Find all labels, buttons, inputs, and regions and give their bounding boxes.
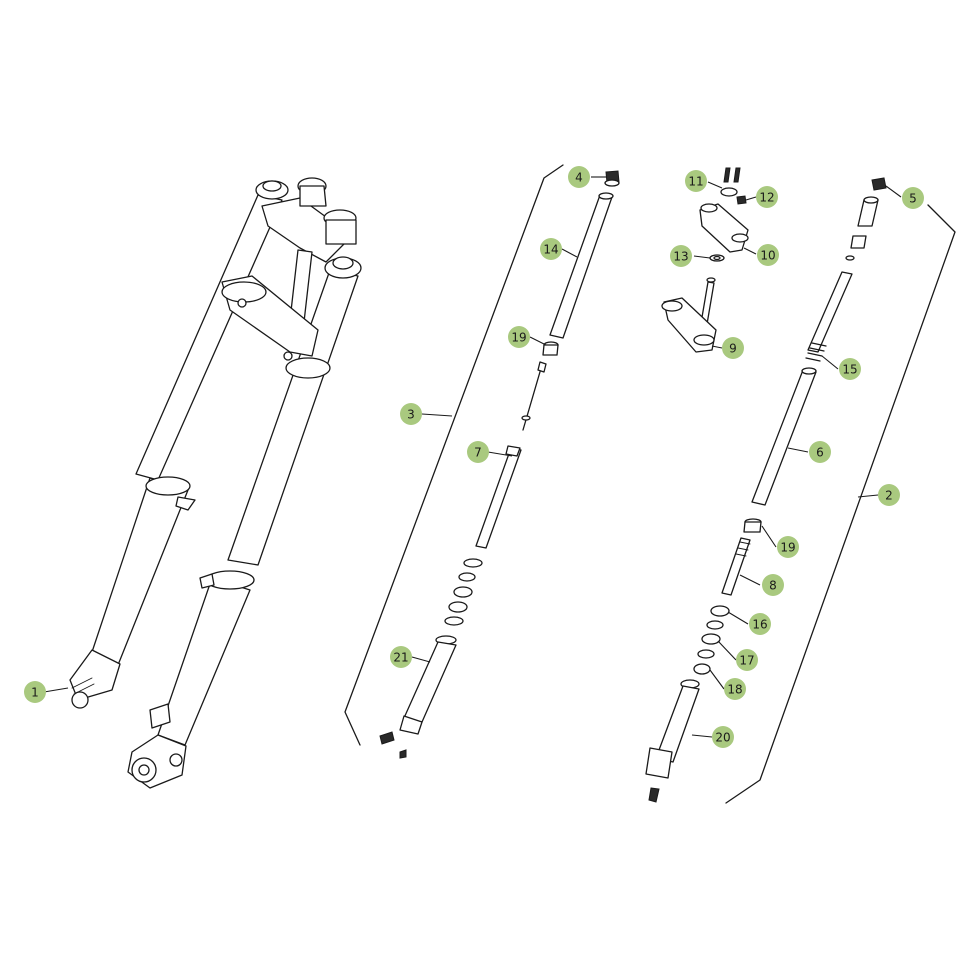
- outer-slider-20: [655, 685, 700, 763]
- callout-badge: [902, 187, 924, 209]
- callout-label: 21: [393, 651, 408, 665]
- callout-9: 9: [722, 337, 744, 359]
- callout-badge: [467, 441, 489, 463]
- callout-label: 1: [31, 686, 39, 700]
- callout-badge: [508, 326, 530, 348]
- leader-lines: [43, 176, 902, 738]
- bracket-3: [344, 164, 564, 746]
- right-lower-slider: [157, 577, 251, 746]
- callout-label: 4: [575, 171, 583, 185]
- callout-21: 21: [390, 646, 412, 668]
- callout-badge: [24, 681, 46, 703]
- callout-label: 6: [816, 446, 824, 460]
- callout-badge: [400, 403, 422, 425]
- callout-label: 10: [760, 249, 775, 263]
- callout-badge: [722, 337, 744, 359]
- callout-15: 15: [839, 358, 861, 380]
- callout-badge: [809, 441, 831, 463]
- callout-10: 10: [757, 244, 779, 266]
- callout-4: 4: [568, 166, 590, 188]
- callout-3: 3: [400, 403, 422, 425]
- callout-label: 8: [769, 579, 777, 593]
- callout-badge: [390, 646, 412, 668]
- seal-16: [710, 605, 730, 617]
- callout-18: 18: [724, 678, 746, 700]
- left-lower-slider: [91, 477, 189, 666]
- nut-12: [736, 195, 747, 205]
- callout-5: 5: [902, 187, 924, 209]
- callout-label: 11: [688, 175, 703, 189]
- callout-16: 16: [749, 613, 771, 635]
- callout-label: 19: [780, 541, 795, 555]
- left-axle-foot: [69, 649, 121, 701]
- callout-badge: [757, 244, 779, 266]
- callout-label: 17: [739, 654, 754, 668]
- callout-20: 20: [712, 726, 734, 748]
- callout-label: 20: [715, 731, 730, 745]
- spring-15: [805, 342, 827, 362]
- seal-ring: [463, 558, 483, 568]
- seal-17: [701, 633, 721, 645]
- inner-tube-6: [751, 369, 817, 506]
- callout-badge: [712, 726, 734, 748]
- inner-tube-14: [549, 194, 613, 339]
- callout-label: 14: [543, 243, 558, 257]
- callout-8: 8: [762, 574, 784, 596]
- callout-badge: [736, 649, 758, 671]
- callout-2: 2: [878, 484, 900, 506]
- callout-19: 19: [508, 326, 530, 348]
- callout-label: 5: [909, 192, 917, 206]
- callout-label: 12: [759, 191, 774, 205]
- rod-8: [721, 537, 751, 596]
- callout-label: 15: [842, 363, 857, 377]
- fork-cap-5: [871, 177, 887, 191]
- callout-label: 13: [673, 250, 688, 264]
- callout-badge: [756, 186, 778, 208]
- right-leg-exploded: [645, 167, 956, 804]
- callout-19: 19: [777, 536, 799, 558]
- callout-label: 9: [729, 342, 737, 356]
- callout-badge: [670, 245, 692, 267]
- left-leg-exploded: [344, 164, 620, 759]
- callout-badge: [724, 678, 746, 700]
- callout-label: 19: [511, 331, 526, 345]
- callout-label: 3: [407, 408, 415, 422]
- callout-1: 1: [24, 681, 46, 703]
- callout-6: 6: [809, 441, 831, 463]
- bracket-2: [725, 204, 956, 804]
- left-upper-tube: [135, 194, 283, 481]
- callout-badge: [749, 613, 771, 635]
- callout-14: 14: [540, 238, 562, 260]
- callout-label: 18: [727, 683, 742, 697]
- callout-7: 7: [467, 441, 489, 463]
- callout-badge: [685, 170, 707, 192]
- callout-13: 13: [670, 245, 692, 267]
- callout-label: 7: [474, 446, 482, 460]
- callout-label: 16: [752, 618, 767, 632]
- callout-badge: [540, 238, 562, 260]
- callout-11: 11: [685, 170, 707, 192]
- callout-17: 17: [736, 649, 758, 671]
- left-slider-collar: [145, 476, 191, 496]
- callout-badge: [878, 484, 900, 506]
- bolt-11: [723, 167, 731, 183]
- seal-18: [693, 663, 711, 675]
- callout-badge: [777, 536, 799, 558]
- callout-badge: [568, 166, 590, 188]
- callout-label: 2: [885, 489, 893, 503]
- callout-badge: [762, 574, 784, 596]
- callout-badge: [839, 358, 861, 380]
- outer-slider-21: [403, 641, 457, 723]
- assembled-fork: [69, 177, 362, 789]
- callout-12: 12: [756, 186, 778, 208]
